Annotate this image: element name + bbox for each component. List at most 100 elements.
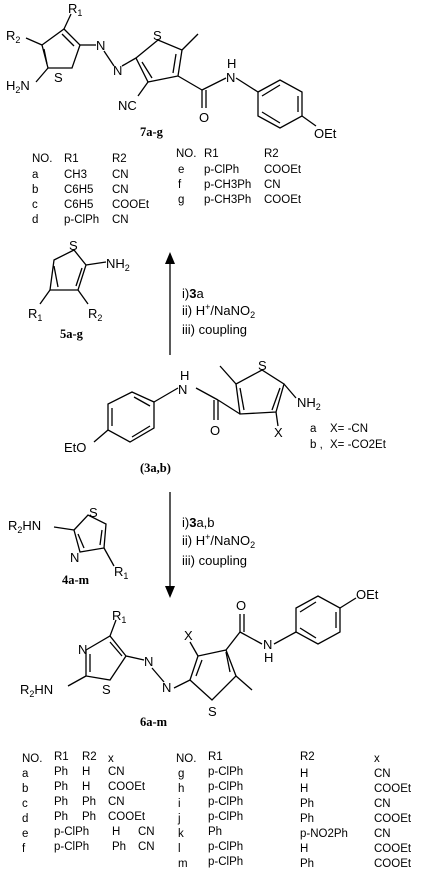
ethoxy-label: OEt [314,126,337,141]
svg-text:H: H [300,783,308,795]
svg-text:COOEt: COOEt [264,194,302,206]
svg-text:COOEt: COOEt [264,164,302,176]
svg-text:CN: CN [374,798,391,810]
svg-text:N: N [178,382,187,397]
conditions-down: i)3a,b ii) H+/NaNO2 iii) coupling [182,515,255,568]
compound-7-label: 7a-g [140,125,164,139]
svg-text:l: l [178,843,181,855]
svg-text:CN: CN [138,826,155,838]
svg-text:m: m [178,858,188,870]
svg-text:Ph: Ph [112,841,126,853]
svg-text:NH2: NH2 [297,395,321,412]
sulfur-label-left: S [54,70,63,85]
svg-text:X= -CN: X= -CN [330,423,368,435]
svg-text:OEt: OEt [356,587,379,602]
svg-text:C6H5: C6H5 [64,184,93,196]
svg-text:CH3: CH3 [64,169,87,181]
r2-label: R2 [6,28,20,45]
svg-text:R2: R2 [300,751,315,763]
svg-text:NO.: NO. [22,753,42,765]
svg-text:b ,: b , [310,439,323,451]
svg-text:CN: CN [112,169,129,181]
svg-text:H: H [180,368,189,383]
svg-text:x: x [374,753,380,765]
svg-text:NO.: NO. [176,148,196,160]
svg-text:O: O [236,598,246,613]
svg-text:ii) H+/NaNO2: ii) H+/NaNO2 [182,532,255,550]
svg-text:p-ClPh: p-ClPh [208,796,243,808]
svg-text:C6H5: C6H5 [64,199,93,211]
svg-text:R1: R1 [28,306,42,323]
svg-text:p-CH3Ph: p-CH3Ph [204,179,251,191]
svg-text:b: b [32,184,38,196]
svg-text:R2HN: R2HN [20,682,53,699]
svg-text:e: e [178,164,184,176]
svg-text:CN: CN [112,184,129,196]
svg-text:a: a [310,423,317,435]
svg-text:Ph: Ph [208,826,222,838]
svg-text:H: H [82,766,90,778]
conditions-up: i)3a ii) H+/NaNO2 iii) coupling [182,286,255,337]
svg-text:N: N [144,654,153,669]
svg-text:Ph: Ph [82,796,96,808]
svg-text:ii) H+/NaNO2: ii) H+/NaNO2 [182,302,255,320]
svg-text:H: H [264,650,273,665]
svg-text:Ph: Ph [300,813,314,825]
svg-text:COOEt: COOEt [374,858,412,870]
svg-text:p-ClPh: p-ClPh [208,766,243,778]
svg-text:k: k [178,828,184,840]
svg-text:S: S [102,682,111,697]
svg-text:5a-g: 5a-g [60,327,84,341]
svg-text:N: N [78,642,87,657]
svg-text:p-ClPh: p-ClPh [208,856,243,868]
svg-text:p-ClPh: p-ClPh [64,214,99,226]
svg-text:iii) coupling: iii) coupling [182,322,247,337]
svg-text:N: N [162,680,171,695]
svg-text:p-ClPh: p-ClPh [54,826,89,838]
arrow-up [165,252,175,355]
svg-text:X: X [184,628,193,643]
r1-label: R1 [68,1,82,18]
svg-text:i: i [178,798,181,810]
compound-6-structure [67,595,357,701]
svg-text:Ph: Ph [300,858,314,870]
svg-text:N: N [263,637,272,652]
amide-n-label: N [226,70,235,85]
svg-text:Ph: Ph [54,796,68,808]
svg-text:CN: CN [374,768,391,780]
svg-text:Ph: Ph [54,766,68,778]
compound-7-structure [25,13,317,129]
svg-text:a: a [22,768,29,780]
svg-text:CN: CN [264,179,281,191]
svg-text:CN: CN [108,796,125,808]
amide-h-label: H [227,56,236,71]
svg-text:S: S [208,704,217,719]
svg-text:R2: R2 [112,153,127,165]
svg-text:H: H [300,843,308,855]
svg-text:COOEt: COOEt [108,781,146,793]
svg-text:j: j [177,813,181,825]
sulfur-label-right: S [153,28,162,43]
svg-text:NO.: NO. [32,153,52,165]
svg-text:COOEt: COOEt [374,783,412,795]
svg-text:x: x [108,753,114,765]
svg-text:S: S [258,358,267,373]
svg-text:R2: R2 [88,306,102,323]
svg-text:R2HN: R2HN [8,518,41,535]
svg-text:i)3a: i)3a [182,286,204,301]
svg-text:p-ClPh: p-ClPh [208,811,243,823]
svg-text:p-CH3Ph: p-CH3Ph [204,194,251,206]
svg-text:COOEt: COOEt [112,199,150,211]
svg-text:Ph: Ph [300,798,314,810]
svg-text:N: N [70,550,79,565]
svg-text:H: H [82,781,90,793]
svg-text:R1: R1 [64,153,79,165]
svg-text:b: b [22,783,28,795]
svg-text:h: h [178,783,184,795]
nitrile-label: NC [118,98,137,113]
svg-text:i)3a,b: i)3a,b [182,515,215,530]
reagent-4-labels: R2HN S N R1 4a-m [8,505,128,587]
svg-text:R2: R2 [82,751,97,763]
svg-text:R1: R1 [114,564,128,581]
